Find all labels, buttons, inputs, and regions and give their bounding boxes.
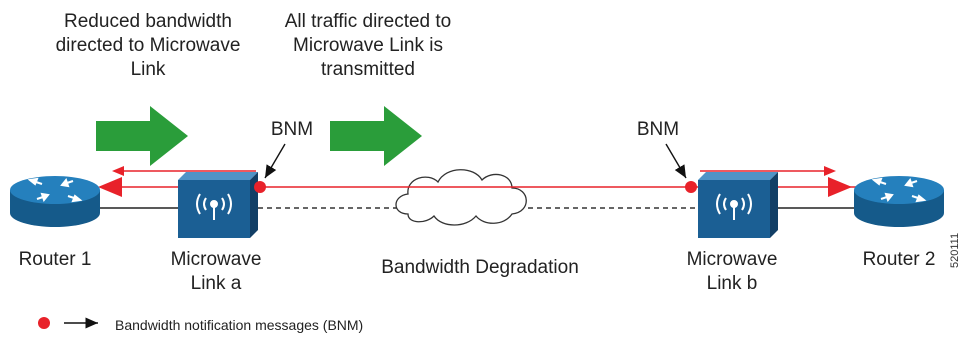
bnm-pointer-right [665, 143, 687, 179]
bnm-dot-right [685, 181, 697, 193]
microwave-link-b-label: Microwave Link b [686, 249, 778, 294]
bnm-label-left: BNM [270, 119, 314, 140]
annotation-reduced-bandwidth: Reduced bandwidth directed to Microwave … [55, 11, 241, 80]
cloud-label: Bandwidth Degradation [381, 257, 579, 278]
green-arrow-1 [96, 106, 188, 166]
legend-red-dot [38, 317, 50, 329]
figure-id: 520111 [949, 233, 961, 268]
red-triangle-router2 [828, 177, 852, 197]
microwave-link-a-label: Microwave Link a [170, 249, 262, 294]
green-arrow-2 [330, 106, 422, 166]
bnm-pointer-left [264, 143, 286, 179]
microwave-link-a-icon [178, 172, 258, 238]
microwave-link-b-icon [698, 172, 778, 238]
red-triangle-router1 [98, 177, 122, 197]
router-1-icon [10, 176, 100, 227]
router-2-label: Router 2 [862, 249, 936, 270]
legend-label: Bandwidth notification messages (BNM) [115, 317, 364, 333]
router-1-label: Router 1 [18, 249, 92, 270]
cloud-icon [395, 169, 527, 226]
bnm-dot-left [254, 181, 266, 193]
router-2-icon [854, 176, 944, 227]
bnm-label-right: BNM [636, 119, 680, 140]
annotation-all-traffic: All traffic directed to Microwave Link i… [284, 11, 452, 80]
